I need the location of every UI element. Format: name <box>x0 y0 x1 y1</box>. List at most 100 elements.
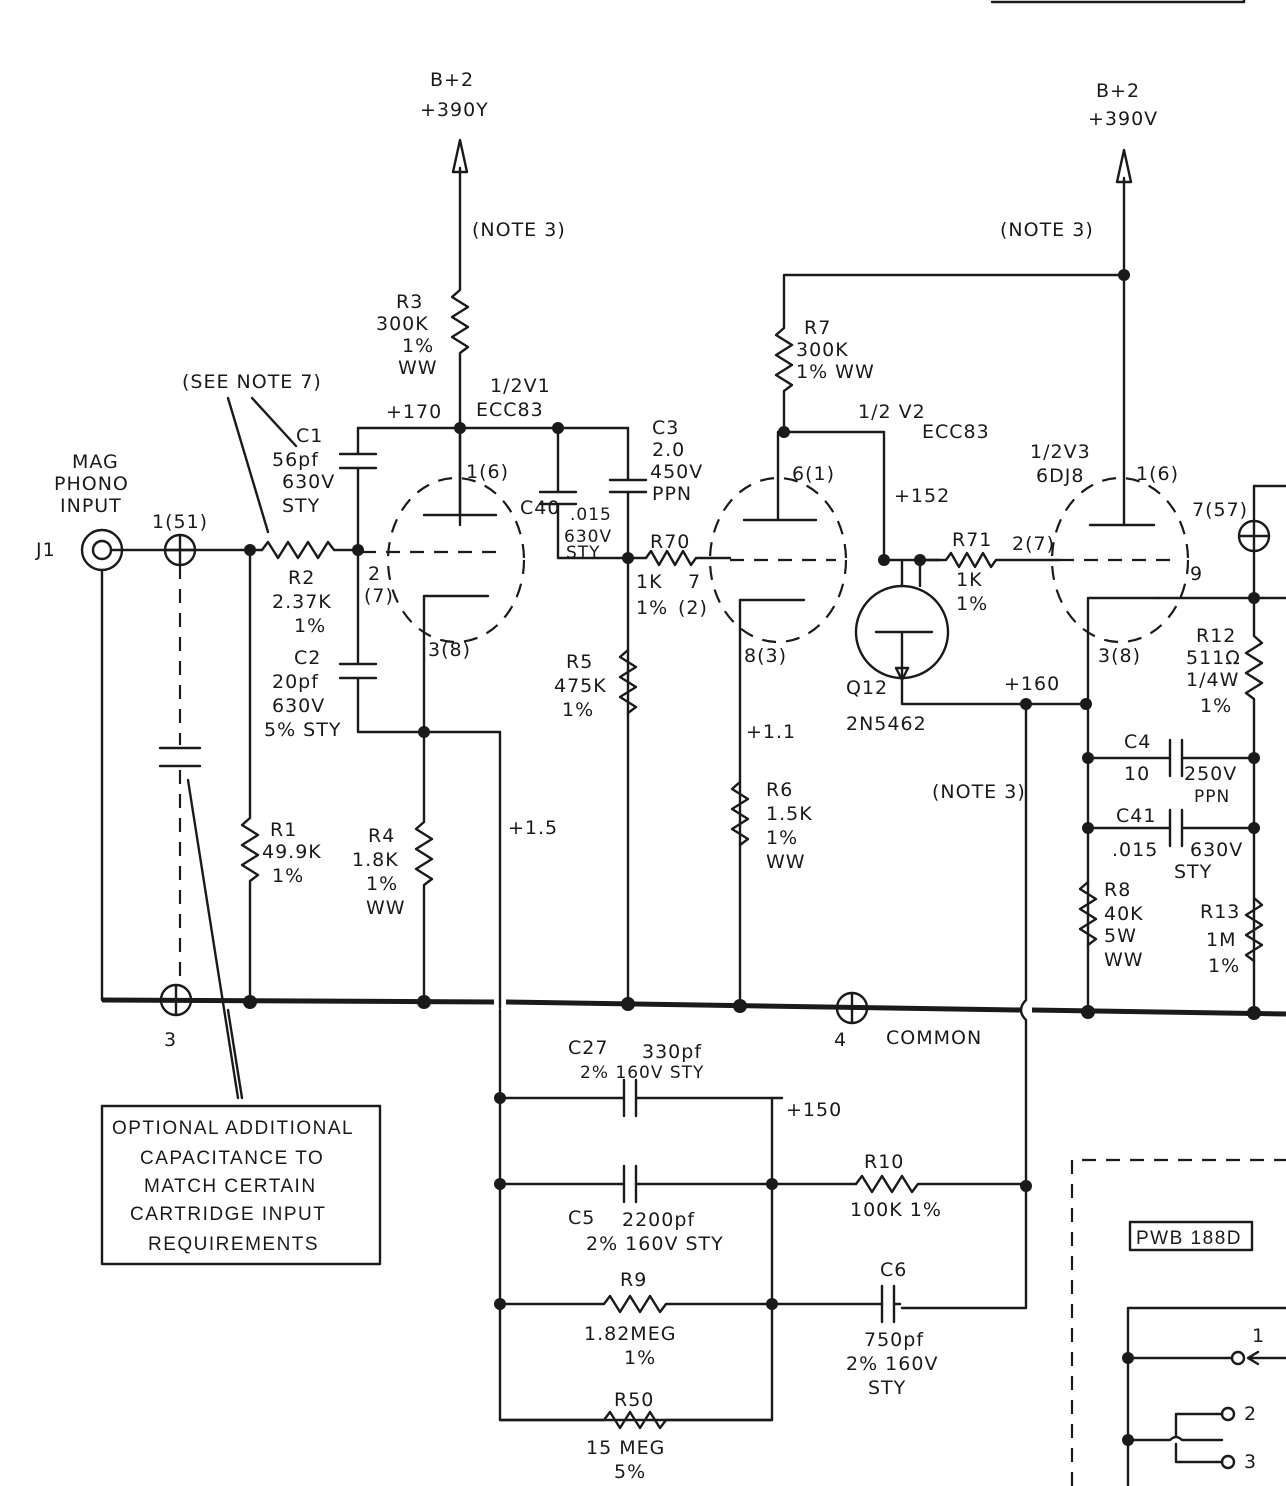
optional-capacitance-box <box>100 1104 382 1266</box>
r70-tol: 1% <box>636 597 668 619</box>
c6-value: 750pf <box>864 1329 924 1351</box>
r3-ref: R3 <box>396 291 423 313</box>
r10-ref: R10 <box>864 1151 904 1173</box>
v2-plate-pin: 6(1) <box>792 463 835 485</box>
c4-voltage: 250V <box>1184 763 1237 785</box>
c6-rating: 2% 160V <box>846 1353 938 1375</box>
v2-ref: 1/2 V2 <box>858 401 926 423</box>
title-box-fragment <box>990 0 1246 4</box>
c41-ref: C41 <box>1116 805 1156 827</box>
v3-grid-pin: 2(7) <box>1012 533 1055 555</box>
v1-cath-pin: 3(8) <box>428 639 471 661</box>
r1-resistor <box>240 548 260 1006</box>
c3-type: PPN <box>652 483 692 505</box>
v1-grid-pin: 2 <box>368 563 381 585</box>
r70-resistor <box>626 549 732 567</box>
r4-tol: 1% <box>366 873 398 895</box>
r12-ref: R12 <box>1196 625 1236 647</box>
c4-capacitor <box>1086 738 1256 778</box>
note-3-mid: (NOTE 3) <box>932 781 1026 803</box>
see-note-7: (SEE NOTE 7) <box>182 371 322 393</box>
c1-type: STY <box>282 495 320 517</box>
r6-value: 1.5K <box>766 803 813 825</box>
v3-cath-pin: 3(8) <box>1098 645 1141 667</box>
supply-left-name: B+2 <box>430 69 474 91</box>
r71-tol: 1% <box>956 593 988 615</box>
r71-ref: R71 <box>952 529 992 551</box>
q12-jfet: Q12 2N5462 <box>846 558 1088 735</box>
switch-pin-3: 3 <box>1244 1451 1257 1473</box>
r7-tol: 1% WW <box>796 361 875 383</box>
r10-value: 100K 1% <box>850 1199 942 1221</box>
optional-leaders <box>186 778 244 1100</box>
c4-type: PPN <box>1194 787 1230 807</box>
voltage-160: +160 <box>1004 673 1060 695</box>
v1-tube: 1(6) 2 (7) 3(8) <box>362 426 526 734</box>
switch-contact-2 <box>1220 1406 1236 1422</box>
c5-rating: 2% 160V STY <box>586 1233 724 1255</box>
r9-value: 1.82MEG <box>584 1323 676 1345</box>
voltage-152: +152 <box>894 485 950 507</box>
pin-3-label: 3 <box>164 1029 177 1051</box>
v3-plate-pin: 1(6) <box>1136 463 1179 485</box>
r9-tol: 1% <box>624 1347 656 1369</box>
optional-line-4: CARTRIDGE INPUT <box>130 1204 326 1225</box>
c2-voltage: 630V <box>272 695 325 717</box>
r8-ref: R8 <box>1104 879 1131 901</box>
c40-value: .015 <box>570 505 612 525</box>
c2-type: 5% STY <box>264 719 341 741</box>
r2-ref: R2 <box>288 567 315 589</box>
pwb-label: PWB 188D <box>1136 1228 1242 1249</box>
v2-grid-pin: 7 <box>688 571 701 593</box>
c41-value: .015 <box>1112 839 1158 861</box>
c41-type: STY <box>1174 861 1212 883</box>
r5-value: 475K <box>554 675 607 697</box>
r8-type: WW <box>1104 949 1144 971</box>
supply-right-voltage: +390V <box>1088 108 1158 130</box>
c4-value: 10 <box>1124 763 1150 785</box>
r70-ref: R70 <box>650 531 690 553</box>
r2-value: 2.37K <box>272 591 332 613</box>
r50-value: 15 MEG <box>586 1437 665 1459</box>
c3-capacitor <box>608 426 648 1006</box>
c5-value: 2200pf <box>622 1209 695 1231</box>
c3-ref: C3 <box>652 417 679 439</box>
c40-capacitor <box>538 426 630 560</box>
r50-resistor <box>498 1410 774 1430</box>
q12-ref: Q12 <box>846 677 888 699</box>
r7-resistor <box>774 273 1126 562</box>
r3-tol: 1% <box>402 335 434 357</box>
r12-tol: 1% <box>1200 695 1232 717</box>
r71-resistor <box>918 551 1062 569</box>
common-label: COMMON <box>886 1027 982 1049</box>
r71-value: 1K <box>956 569 983 591</box>
v1-type: ECC83 <box>476 399 544 421</box>
voltage-170: +170 <box>386 401 442 423</box>
r12-value: 511Ω <box>1186 647 1241 669</box>
r7-value: 300K <box>796 339 849 361</box>
pin-4-label: 4 <box>834 1029 847 1051</box>
r6-ref: R6 <box>766 779 793 801</box>
c3-voltage: 450V <box>650 461 703 483</box>
v3-type: 6DJ8 <box>1036 465 1084 487</box>
supply-left-voltage: +390Y <box>420 99 489 121</box>
v1-grid-pin2: (7) <box>364 585 394 607</box>
c1-voltage: 630V <box>282 471 335 493</box>
switch-pin-1: 1 <box>1252 1325 1265 1347</box>
c2-value: 20pf <box>272 671 319 693</box>
supply-right: B+2 +390V (NOTE 3) <box>1000 80 1158 527</box>
r3-resistor <box>450 283 470 360</box>
optional-line-2: CAPACITANCE TO <box>140 1148 324 1169</box>
optional-line-5: REQUIREMENTS <box>148 1234 319 1255</box>
r7-ref: R7 <box>804 317 831 339</box>
r8-power: 5W <box>1104 925 1137 947</box>
r2-resistor <box>260 540 360 560</box>
voltage-1-1: +1.1 <box>746 721 796 743</box>
supply-left-note: (NOTE 3) <box>472 219 566 241</box>
q12-type: 2N5462 <box>846 713 927 735</box>
r4-value: 1.8K <box>352 849 399 871</box>
r50-tol: 5% <box>614 1461 646 1483</box>
switch-contact-3 <box>1220 1454 1236 1470</box>
c2-capacitor <box>338 548 502 1002</box>
